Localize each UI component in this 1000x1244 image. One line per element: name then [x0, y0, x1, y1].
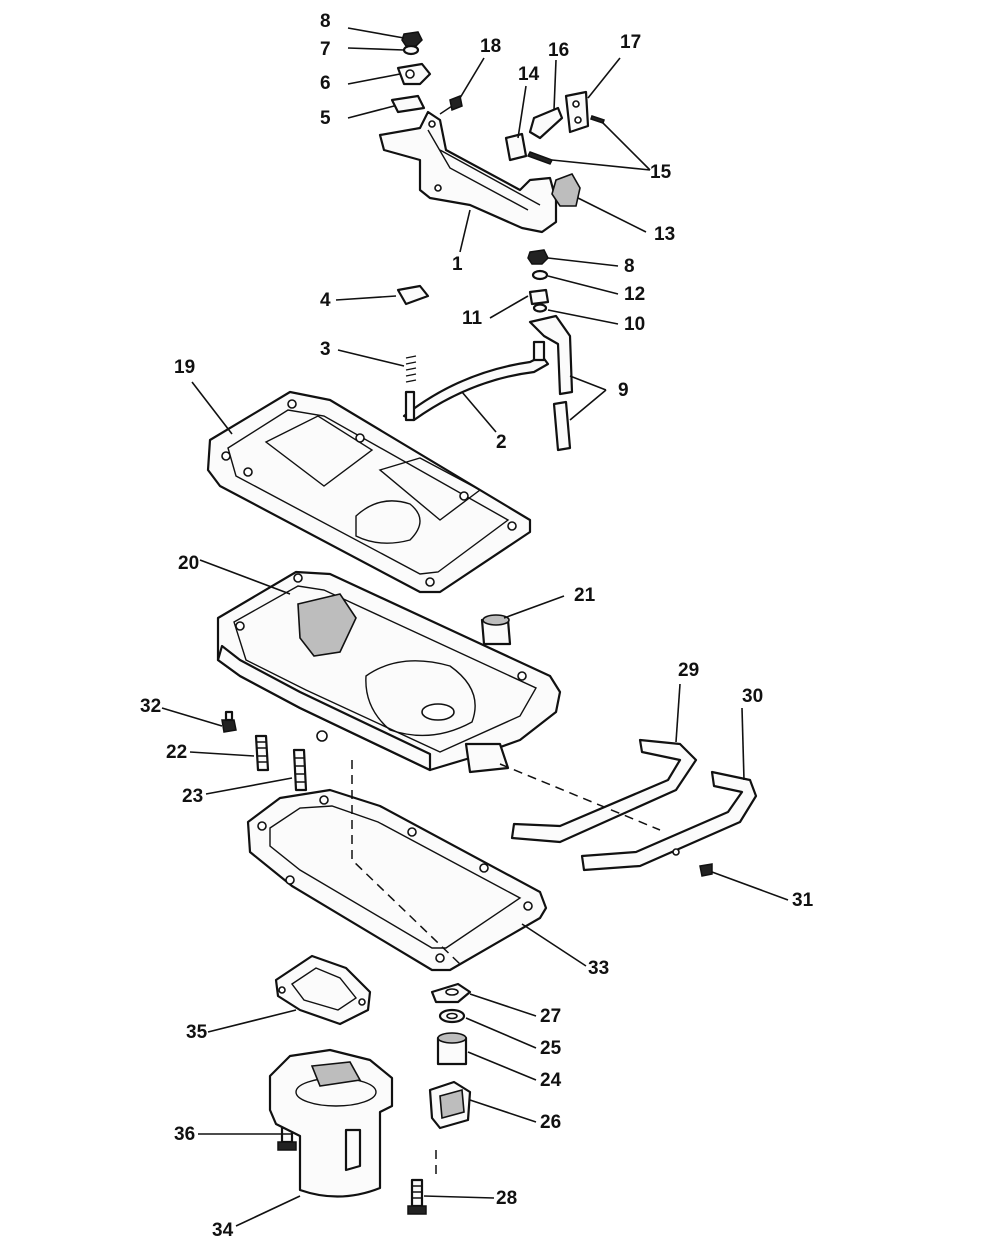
callout-22: 22 — [166, 742, 187, 763]
callout-25: 25 — [540, 1038, 562, 1059]
part-30-bracket — [580, 770, 758, 872]
callout-11: 11 — [462, 308, 483, 329]
callout-23: 23 — [182, 786, 203, 807]
callout-18: 18 — [480, 36, 501, 57]
callout-17: 17 — [620, 32, 641, 53]
part-7-washer — [402, 44, 420, 56]
part-25-washer — [438, 1008, 466, 1024]
part-12-washer — [531, 269, 549, 281]
callout-3: 3 — [320, 339, 331, 360]
callout-16: 16 — [548, 40, 569, 61]
part-3-spring — [405, 355, 417, 383]
part-8-nut-mid — [527, 249, 549, 265]
part-31-screw — [699, 863, 713, 877]
part-20-adapter-plate — [216, 570, 562, 774]
callout-4: 4 — [320, 290, 331, 311]
part-13-bumper — [551, 173, 581, 207]
part-4-block — [396, 284, 430, 306]
callout-9: 9 — [618, 380, 629, 401]
part-22-stud — [254, 734, 270, 772]
part-29-bracket — [510, 738, 698, 844]
callout-14: 14 — [518, 64, 540, 85]
callout-labels: 8 7 6 5 18 14 16 17 15 13 1 8 12 11 10 4… — [140, 11, 814, 1241]
part-32-screw — [221, 710, 237, 733]
part-28-screw — [407, 1178, 427, 1215]
part-24-sleeve — [436, 1032, 468, 1066]
part-6-clamp — [396, 62, 432, 86]
part-33-gasket — [246, 788, 548, 972]
part-26-clamp — [428, 1080, 472, 1130]
callout-15: 15 — [650, 162, 672, 183]
callout-26: 26 — [540, 1112, 561, 1133]
part-5-plate — [390, 94, 426, 114]
callout-12: 12 — [624, 284, 645, 305]
callout-19: 19 — [174, 357, 195, 378]
leader-lines — [161, 27, 789, 1227]
part-18-screw — [439, 94, 463, 115]
callout-33: 33 — [588, 958, 609, 979]
part-9-lever-and-pin — [528, 314, 574, 452]
part-34-water-tube-housing — [268, 1048, 394, 1198]
part-19-gasket — [206, 390, 532, 594]
callout-35: 35 — [186, 1022, 208, 1043]
part-17-plate — [564, 90, 590, 134]
callout-34: 34 — [212, 1220, 234, 1241]
callout-8-top: 8 — [320, 11, 331, 32]
alignment-lines — [351, 760, 661, 1178]
part-35-gasket — [274, 954, 372, 1026]
callout-13: 13 — [654, 224, 675, 245]
part-16-arm — [528, 106, 564, 140]
callout-6: 6 — [320, 73, 331, 94]
callout-28: 28 — [496, 1188, 517, 1209]
callout-2: 2 — [496, 432, 507, 453]
callout-29: 29 — [678, 660, 699, 681]
callout-5: 5 — [320, 108, 331, 129]
callout-7: 7 — [320, 39, 331, 60]
part-14-clip — [504, 132, 528, 162]
callout-32: 32 — [140, 696, 161, 717]
callout-10: 10 — [624, 314, 645, 335]
callout-24: 24 — [540, 1070, 562, 1091]
part-2-link-rod — [402, 340, 550, 422]
callout-27: 27 — [540, 1006, 561, 1027]
callout-30: 30 — [742, 686, 763, 707]
callout-31: 31 — [792, 890, 814, 911]
part-21-bushing — [480, 614, 512, 646]
part-27-retainer — [430, 982, 472, 1004]
part-10-washer — [532, 303, 548, 313]
callout-36: 36 — [174, 1124, 195, 1145]
part-1-bracket — [378, 110, 558, 234]
part-23-stud — [292, 748, 308, 792]
callout-8-mid: 8 — [624, 256, 635, 277]
callout-21: 21 — [574, 585, 596, 606]
part-8-nut-top — [401, 31, 423, 47]
part-11-bushing — [528, 288, 550, 306]
callout-1: 1 — [452, 254, 463, 275]
callout-20: 20 — [178, 553, 199, 574]
